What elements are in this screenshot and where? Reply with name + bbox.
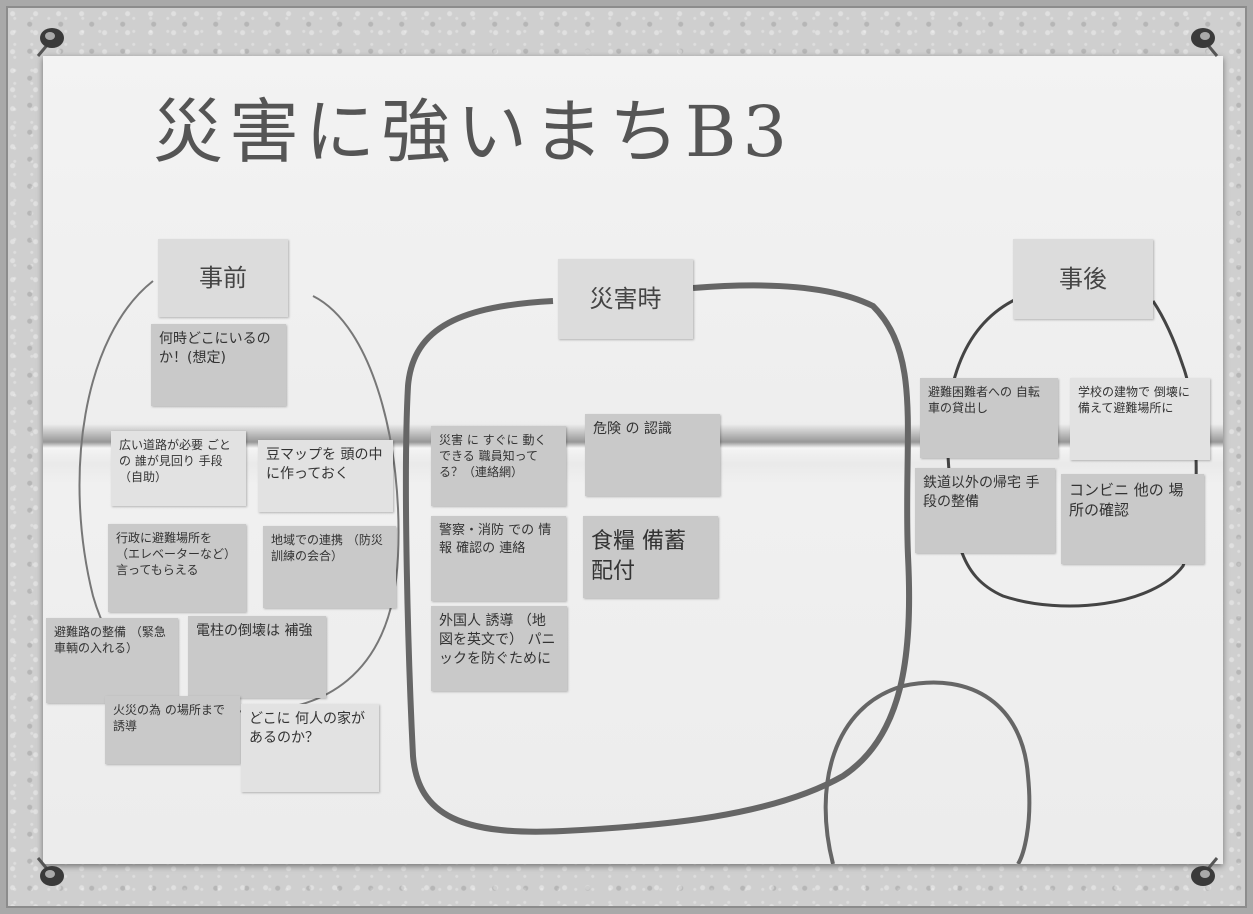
pushpin-icon	[36, 857, 64, 886]
note-before-9: どこに 何人の家が あるのか？	[241, 704, 379, 792]
note-before-7: 電柱の倒壊は 補強	[188, 616, 326, 698]
pushpin-icon	[36, 28, 64, 57]
poster-title: 災害に強いまちB3	[153, 91, 793, 173]
during-circle	[402, 282, 913, 835]
note-before-4: 行政に避難場所を （エレベーターなど） 言ってもらえる	[108, 524, 246, 612]
note-after-2: 学校の建物で 倒壊に 備えて避難場所に	[1070, 378, 1210, 460]
note-during-2: 危険 の 認識	[585, 414, 720, 496]
note-after-4: コンビニ 他の 場所の確認	[1061, 474, 1204, 564]
note-before-6: 避難路の整備 （緊急車輌の入れる）	[46, 618, 178, 703]
section-during-label: 災害時	[558, 259, 693, 339]
note-before-2: 広い道路が必要 ごとの 誰が見回り 手段（自助）	[111, 431, 246, 506]
pushpin-icon	[1191, 28, 1219, 57]
note-after-1: 避難困難者への 自転車の貸出し	[920, 378, 1058, 458]
empty-circle	[823, 680, 1032, 864]
note-before-3: 豆マップを 頭の中に作っておく	[258, 440, 393, 512]
note-during-5: 外国人 誘導 （地図を英文で） パニックを防ぐために	[431, 606, 567, 691]
pushpin-icon	[1191, 857, 1219, 886]
section-after-label: 事後	[1013, 239, 1153, 319]
note-during-3: 警察・消防 での 情報 確認の 連絡	[431, 516, 566, 601]
section-before-label: 事前	[158, 239, 288, 317]
poster-paper: 災害に強いまちB3 事前 災害時 事後 何時どこにいるのか！(想定) 広い道路が…	[43, 56, 1223, 864]
note-before-1: 何時どこにいるのか！(想定)	[151, 324, 286, 406]
note-after-3: 鉄道以外の帰宅 手段の整備	[915, 468, 1055, 553]
note-during-4: 食糧 備蓄 配付	[583, 516, 718, 598]
note-before-5: 地域での連携 （防災訓練の会合）	[263, 526, 396, 608]
note-before-8: 火災の為 の場所まで誘導	[105, 696, 240, 764]
note-during-1: 災害 に すぐに 動くできる 職員知ってる？（連絡網）	[431, 426, 566, 506]
